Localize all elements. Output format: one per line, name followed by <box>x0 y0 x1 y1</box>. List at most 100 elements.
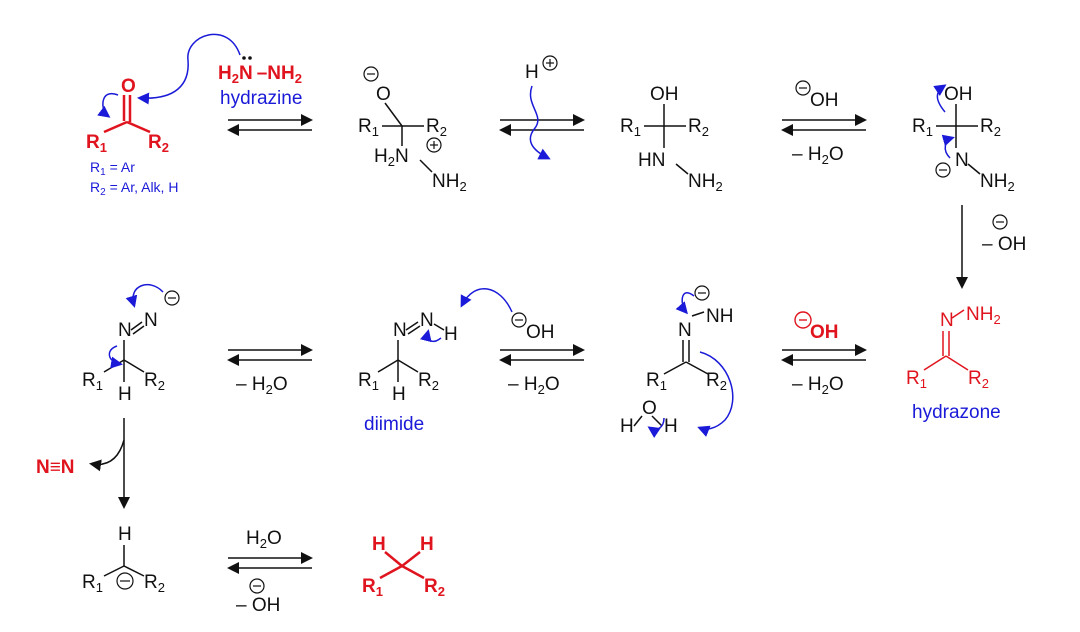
proton-transfer-step: H <box>499 55 585 160</box>
cn-bond-cleavage-arrow <box>108 345 123 369</box>
int3-r2: R2 <box>980 116 1001 139</box>
water-oh-bond-arrow <box>647 417 665 438</box>
negative-charge-icon <box>511 312 527 328</box>
water-h1: H <box>620 416 634 437</box>
diimide-n2: N <box>420 310 434 331</box>
int2-oh: OH <box>650 84 679 105</box>
diazene-anion-intermediate: N N R1 R2 H <box>82 283 180 405</box>
r1-definition: R1 = Ar <box>90 159 135 178</box>
nh-bond-arrow <box>420 329 442 343</box>
anion2-n2: N <box>144 310 158 331</box>
ketone-r2-label: R2 <box>148 132 169 155</box>
step-down-loss: – OH <box>982 234 1026 255</box>
lone-pair-push-arrow <box>941 134 955 159</box>
water-h2: H <box>664 416 678 437</box>
negative-charge-icon <box>794 311 812 329</box>
anion1-nh: NH <box>706 306 733 327</box>
positive-charge-icon <box>426 137 442 153</box>
anion1-lone-pair-arrow <box>675 292 695 315</box>
step6-loss: – H2O <box>236 374 288 397</box>
hydrazone-n: N <box>940 310 954 331</box>
alkoxide-oxygen: O <box>376 84 391 105</box>
diimide-r1: R1 <box>358 370 379 393</box>
hydrazone-structure: N NH2 R1 R2 hydrazone <box>906 304 1001 423</box>
ketone-structure: O R1 R2 R1 = Ar R2 = Ar, Alk, H <box>86 76 178 198</box>
hydrazone-r2: R2 <box>968 368 989 391</box>
hydrazine-formula: H2N–NH2 <box>218 63 302 86</box>
int1-r1: R1 <box>358 116 379 139</box>
anion1-n: N <box>678 320 692 341</box>
n2-release-arrow <box>89 439 125 472</box>
carbinolamine-intermediate: OH R1 R2 HN NH2 <box>620 84 723 194</box>
negative-charge-icon <box>694 285 710 301</box>
zwitterion-intermediate: O R1 R2 H2N NH2 <box>358 66 467 194</box>
product-h2: H <box>420 534 434 555</box>
hydrazine-name: hydrazine <box>220 88 302 109</box>
hydrazone-name: hydrazone <box>912 402 1001 423</box>
anion2-h: H <box>118 384 132 405</box>
equilibrium-arrow-1 <box>227 114 313 136</box>
anion2-r2: R2 <box>144 370 165 393</box>
dehydration-step: – H2O <box>227 344 313 397</box>
hydrazine-reagent: H2N–NH2 hydrazine <box>137 33 302 109</box>
diimide-n1: N <box>393 320 407 341</box>
step4-reagent: OH <box>810 322 839 343</box>
int2-r1: R1 <box>620 116 641 139</box>
product-r1: R1 <box>362 576 383 599</box>
hydrazone-anion-intermediate: NH N R1 R2 H O H <box>620 285 734 438</box>
nitrogen-gas: N≡N <box>36 457 75 478</box>
ketone-pi-bond-curved-arrow <box>97 92 119 118</box>
hydrazone-r1: R1 <box>906 368 927 391</box>
int1-nh2: NH2 <box>432 171 467 194</box>
anion2-r1: R1 <box>82 370 103 393</box>
negative-charge-icon <box>992 214 1008 230</box>
diimide-formation-step: OH – H2O <box>499 312 585 397</box>
int3-n: N <box>955 150 969 171</box>
hydrazone-deprotonation-step: OH – H2O <box>781 311 867 397</box>
negative-charge-icon <box>363 66 379 82</box>
anion2-lone-pair-arrow <box>125 283 164 308</box>
diimide-h: H <box>444 324 458 345</box>
step7-loss: – OH <box>236 595 280 616</box>
step4-loss: – H2O <box>792 374 844 397</box>
int1-r2: R2 <box>426 116 447 139</box>
nitrogen-loss-step: N≡N <box>36 418 130 509</box>
anion1-r1: R1 <box>646 370 667 393</box>
deprotonation-step: OH – H2O <box>781 80 867 167</box>
step7-reagent: H2O <box>246 528 282 551</box>
nucleophilic-attack-arrow <box>137 33 241 105</box>
int2-nh2: NH2 <box>688 171 723 194</box>
negative-charge-icon <box>164 290 180 306</box>
negative-charge-icon <box>935 162 951 178</box>
step3-loss: – H2O <box>792 144 844 167</box>
oh-leaving-arrow <box>933 84 947 113</box>
step3-reagent: OH <box>810 90 839 111</box>
protonation-step: H2O – OH <box>227 528 313 616</box>
negative-charge-icon <box>249 578 265 594</box>
diimide-r2: R2 <box>418 370 439 393</box>
int3-nh2: NH2 <box>980 171 1015 194</box>
alkane-product: H H R1 R2 <box>362 534 445 599</box>
int3-oh: OH <box>944 84 973 105</box>
positive-charge-icon <box>542 55 558 71</box>
carbanion-h: H <box>118 524 132 545</box>
hydroxide-attack-arrow <box>460 288 513 313</box>
int2-hn: HN <box>638 150 665 171</box>
product-h1: H <box>372 534 386 555</box>
diimide-structure: N N H R1 R2 H diimide <box>358 288 513 435</box>
negative-charge-icon <box>116 572 134 590</box>
anion1-protonation-arrow <box>697 351 734 437</box>
water-o: O <box>642 398 657 419</box>
elimination-step-down: – OH <box>956 205 1026 289</box>
carbanion-intermediate: H R1 R2 <box>82 524 165 595</box>
r2-definition: R2 = Ar, Alk, H <box>90 179 178 198</box>
diimide-name: diimide <box>364 414 424 435</box>
ketone-r1-label: R1 <box>86 132 107 155</box>
diimide-ch: H <box>392 384 406 405</box>
proton-label: H <box>525 62 539 83</box>
negative-charge-icon <box>795 80 811 96</box>
step5-reagent: OH <box>526 322 555 343</box>
int1-h2n: H2N <box>374 146 409 169</box>
anion1-r2: R2 <box>706 370 727 393</box>
